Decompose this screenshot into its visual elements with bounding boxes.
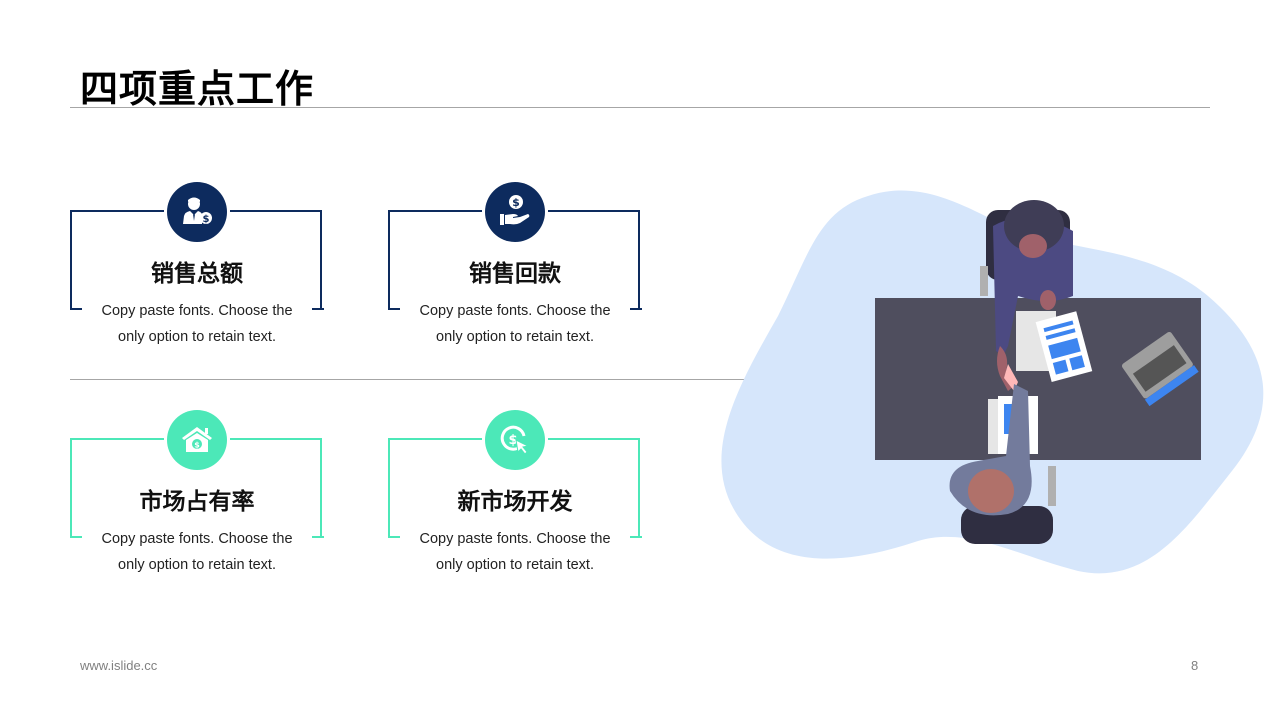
card-title: 销售回款 xyxy=(469,261,561,287)
middle-divider xyxy=(70,379,875,380)
page-number: 8 xyxy=(1191,658,1199,673)
business-handshake-illustration xyxy=(718,186,1278,578)
slide-title: 四项重点工作 xyxy=(80,67,315,111)
card-title: 新市场开发 xyxy=(457,489,573,515)
card-market-share: $ 市场占有率 Copy paste fonts. Choose the onl… xyxy=(70,410,326,573)
card-new-market: $ 新市场开发 Copy paste fonts. Choose the onl… xyxy=(388,410,644,573)
businessman-dollar-icon: $ xyxy=(167,182,227,242)
card-title: 销售总额 xyxy=(151,261,243,287)
card-sales-total: $ 销售总额 Copy paste fonts. Choose the only… xyxy=(70,182,326,345)
card-title: 市场占有率 xyxy=(139,489,255,515)
svg-text:$: $ xyxy=(194,441,200,450)
house-dollar-icon: $ xyxy=(167,410,227,470)
footer-url[interactable]: www.islide.cc xyxy=(80,658,158,673)
card-description: Copy paste fonts. Choose the only option… xyxy=(419,531,611,573)
hand-coin-icon: $ xyxy=(485,182,545,242)
card-sales-collection: $ 销售回款 Copy paste fonts. Choose the only… xyxy=(388,182,644,345)
svg-text:$: $ xyxy=(508,433,517,448)
card-description: Copy paste fonts. Choose the only option… xyxy=(101,303,293,345)
dollar-cursor-icon: $ xyxy=(485,410,545,470)
svg-text:$: $ xyxy=(203,214,210,225)
card-description: Copy paste fonts. Choose the only option… xyxy=(101,531,293,573)
title-divider xyxy=(70,107,1210,108)
card-description: Copy paste fonts. Choose the only option… xyxy=(419,303,611,345)
svg-text:$: $ xyxy=(512,196,520,209)
